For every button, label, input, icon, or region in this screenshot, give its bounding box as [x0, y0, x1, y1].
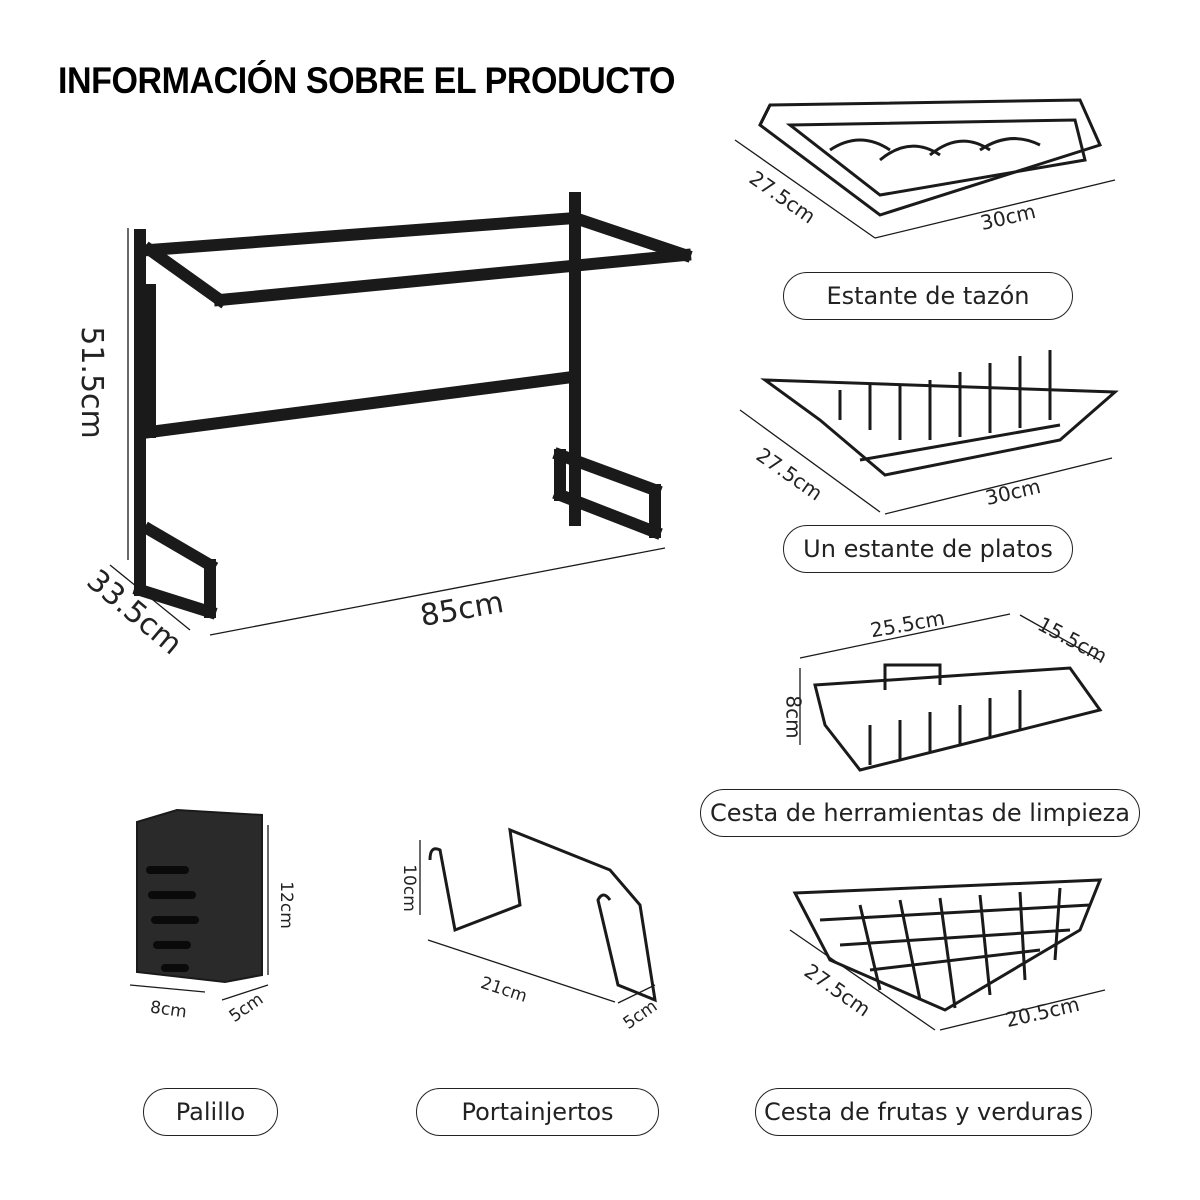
graft-holder-drawing: [428, 827, 657, 1003]
fruit-basket-drawing: [792, 878, 1103, 1012]
item-label-chopstick-holder: Palillo: [143, 1088, 278, 1136]
item-label-graft-holder: Portainjertos: [416, 1088, 659, 1136]
chopstick-height-label: 12cm: [275, 881, 296, 929]
graft-height-label: 10cm: [398, 864, 419, 912]
dimension-lines: [109, 139, 1116, 1031]
main-height-label: 51.5cm: [73, 326, 109, 439]
bowl-rack-drawing: [758, 98, 1103, 217]
item-label-plate-rack: Un estante de platos: [783, 525, 1073, 573]
main-rack-drawing: [132, 192, 693, 620]
page-title: INFORMACIÓN SOBRE EL PRODUCTO: [58, 60, 676, 101]
item-label-fruit-basket: Cesta de frutas y verduras: [755, 1088, 1092, 1136]
chopstick-holder-drawing: [136, 808, 263, 984]
item-label-cleaning-basket: Cesta de herramientas de limpieza: [700, 789, 1140, 837]
cleaning-height-label: 8cm: [781, 695, 806, 739]
cleaning-basket-drawing: [813, 663, 1103, 772]
plate-rack-drawing: [760, 350, 1119, 477]
item-label-bowl-rack: Estante de tazón: [783, 272, 1073, 320]
